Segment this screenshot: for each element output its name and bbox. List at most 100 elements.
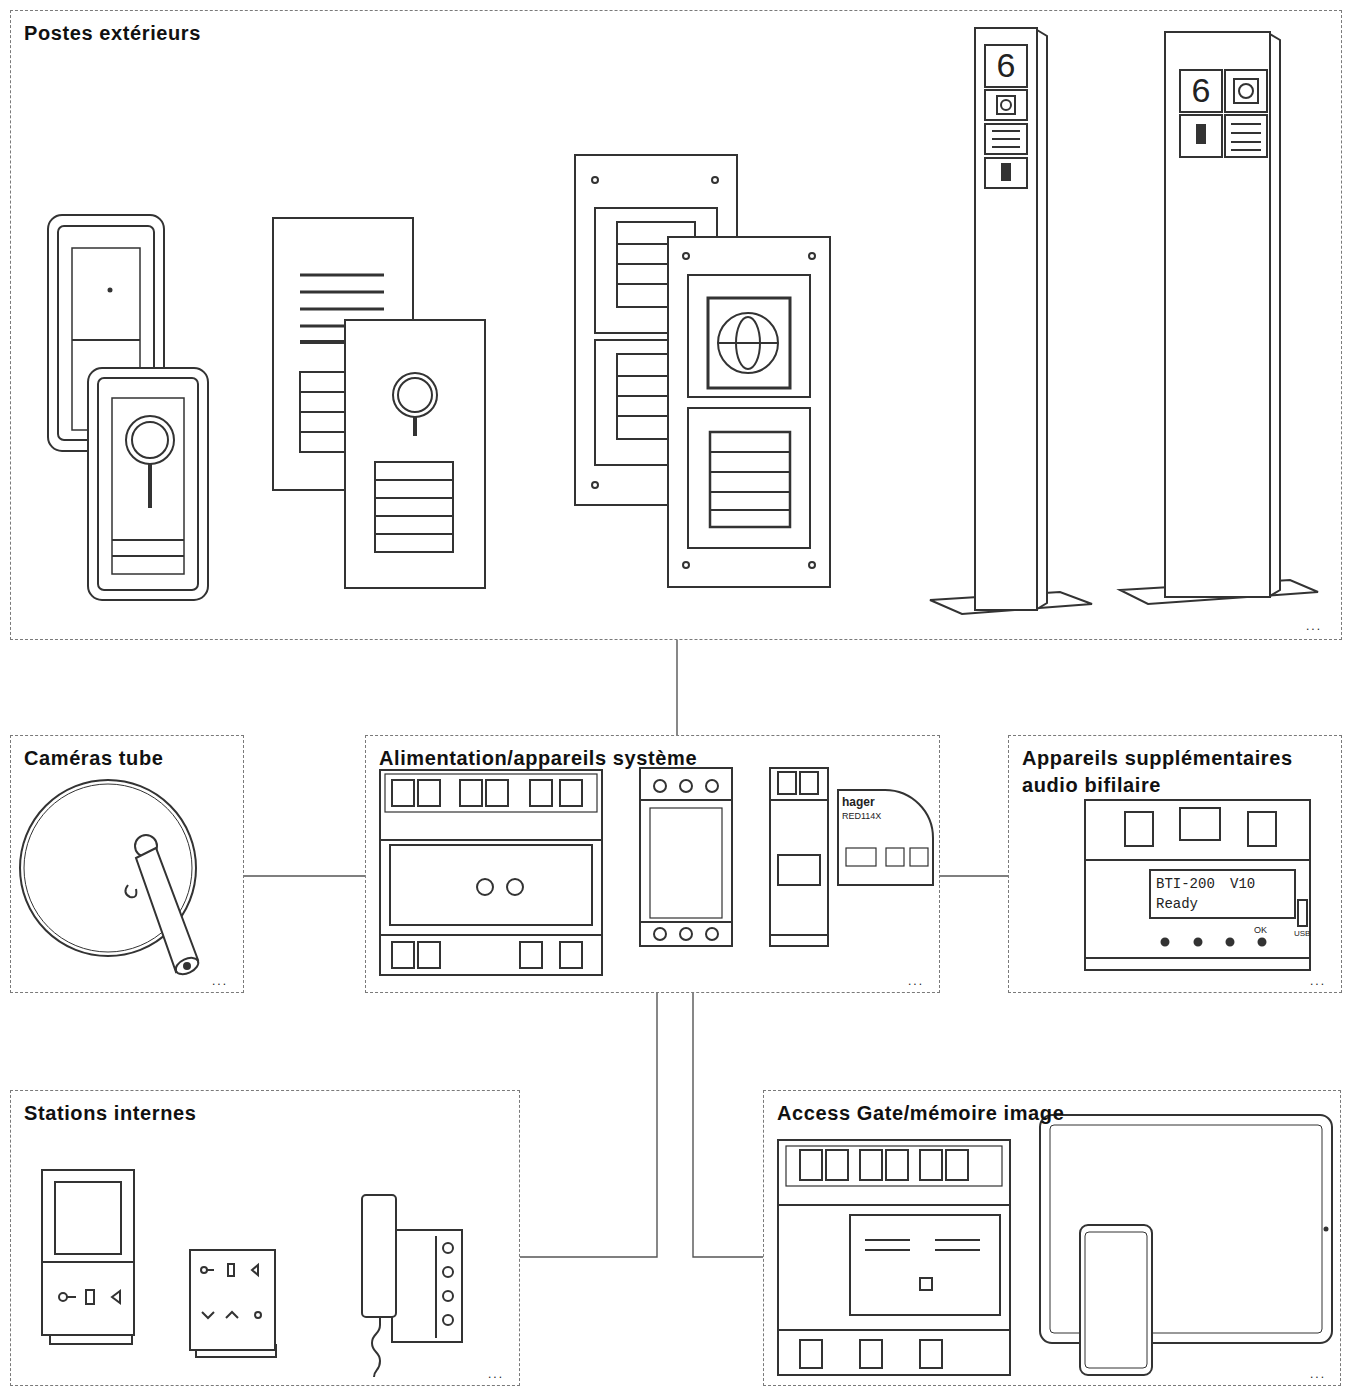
door-station-drawings-part (710, 471, 790, 473)
door-station-drawings-part (668, 237, 830, 587)
door-station-drawings-part (88, 368, 208, 600)
access-gate-drawings (778, 1115, 1332, 1375)
access-gate-drawings-part (860, 1340, 882, 1368)
door-station-drawings-part (1165, 32, 1270, 597)
door-station-drawings-part (112, 398, 184, 574)
bus-interface-drawing-part (1162, 939, 1169, 946)
bus-interface-drawing-part (1195, 939, 1202, 946)
access-gate-drawings-part (920, 1340, 942, 1368)
door-station-drawings-part (992, 130, 1020, 132)
connector-line (244, 875, 365, 876)
access-gate-drawings-part (778, 1204, 1010, 1206)
door-station-drawings-part (1270, 34, 1280, 596)
door-station-drawings-part (710, 509, 790, 511)
bus-interface-drawing-part (1180, 808, 1220, 840)
bus-interface-drawing-part (1248, 812, 1276, 846)
door-station-drawings-part (985, 158, 1027, 188)
bus-interface-drawing-part (1125, 812, 1153, 846)
door-station-drawings-part (300, 308, 384, 311)
door-station-drawings-part (592, 482, 598, 488)
door-station-drawings-part (710, 451, 790, 453)
door-station-drawings-part (718, 313, 778, 373)
access-gate-drawings-part (865, 1239, 910, 1241)
illustration-text: USB (1294, 930, 1318, 938)
system-device-drawings-part (477, 879, 493, 895)
door-station-drawings-part (1225, 70, 1267, 112)
system-device-drawings-part (770, 934, 828, 936)
access-gate-drawings-part (920, 1150, 942, 1180)
system-device-drawings-part (680, 780, 692, 792)
system-device-drawings-part (838, 790, 933, 885)
category-box: Stations internes (10, 1090, 520, 1386)
system-device-drawings-part (390, 845, 592, 925)
access-gate-drawings-part (920, 1278, 932, 1290)
door-station-drawings (48, 28, 1318, 614)
system-device-drawings-part (530, 780, 552, 806)
door-station-drawings-part (1231, 123, 1261, 125)
access-gate-drawings-part (850, 1215, 1000, 1315)
illustration-text: 6 (1180, 73, 1222, 107)
indoor-station-drawings-part (443, 1243, 453, 1253)
system-device-drawings-part (385, 774, 597, 812)
system-device-drawings-part (640, 921, 732, 923)
indoor-station-drawings-part (255, 1312, 261, 1318)
tube-camera-drawing (20, 780, 201, 977)
system-device-drawings-part (706, 928, 718, 940)
door-station-drawings-part (718, 342, 778, 344)
access-gate-drawings-part (860, 1150, 882, 1180)
system-device-drawings-part (680, 928, 692, 940)
door-station-drawings-part (985, 45, 1027, 87)
door-station-drawings-part (398, 378, 432, 412)
system-device-drawings-part (778, 855, 820, 885)
indoor-station-drawings-part (362, 1195, 396, 1317)
bus-interface-drawing-part (1298, 900, 1307, 926)
illustration-text: hager (842, 796, 922, 808)
group-heading: Caméras tube (24, 745, 233, 772)
indoor-station-drawings-part (443, 1291, 453, 1301)
access-gate-drawings-part (778, 1329, 1010, 1331)
system-device-drawings-part (706, 780, 718, 792)
system-device-drawings-part (770, 768, 828, 946)
door-station-drawings-part (708, 298, 790, 388)
tube-camera-drawing-part (136, 848, 198, 972)
door-station-drawings-part (592, 177, 598, 183)
system-device-drawings-part (392, 942, 414, 968)
door-station-drawings-part (1037, 30, 1047, 609)
connector-line (693, 993, 763, 1257)
door-station-drawings-part (985, 124, 1027, 154)
access-gate-drawings-part (1325, 1228, 1328, 1231)
door-station-drawings-part (683, 562, 689, 568)
tube-camera-drawing-part (173, 955, 201, 978)
indoor-station-drawings-part (228, 1264, 234, 1276)
door-station-drawings-part (375, 533, 453, 535)
door-station-drawings-part (300, 391, 345, 393)
system-device-drawings-part (654, 928, 666, 940)
door-station-drawings-part (98, 378, 198, 590)
access-gate-drawings-part (800, 1150, 822, 1180)
more-indicator: ... (488, 1368, 518, 1380)
access-gate-drawings-part (865, 1249, 910, 1251)
access-gate-drawings-part (786, 1146, 1002, 1186)
access-gate-drawings-part (886, 1150, 908, 1180)
connector-line (676, 640, 677, 735)
door-station-drawings-part (809, 562, 815, 568)
group-heading: Stations internes (24, 1100, 509, 1127)
door-station-drawings-part (300, 291, 384, 294)
system-device-drawings-part (418, 780, 440, 806)
door-station-drawings-part (688, 275, 810, 397)
door-station-drawings-part (712, 177, 718, 183)
indoor-station-drawings-part (443, 1267, 453, 1277)
system-device-drawings-part (650, 808, 722, 918)
access-gate-drawings-part (800, 1340, 822, 1368)
indoor-station-drawings-part (112, 1291, 120, 1303)
door-station-drawings-part (300, 274, 384, 277)
indoor-station-drawings-part (42, 1261, 134, 1263)
door-station-drawings-part (109, 289, 112, 292)
door-station-drawings-part (710, 432, 790, 527)
indoor-station-drawings-part (201, 1267, 207, 1273)
more-indicator: ... (1310, 975, 1340, 987)
system-device-drawings-part (640, 799, 732, 801)
door-station-drawings-part (688, 408, 810, 548)
